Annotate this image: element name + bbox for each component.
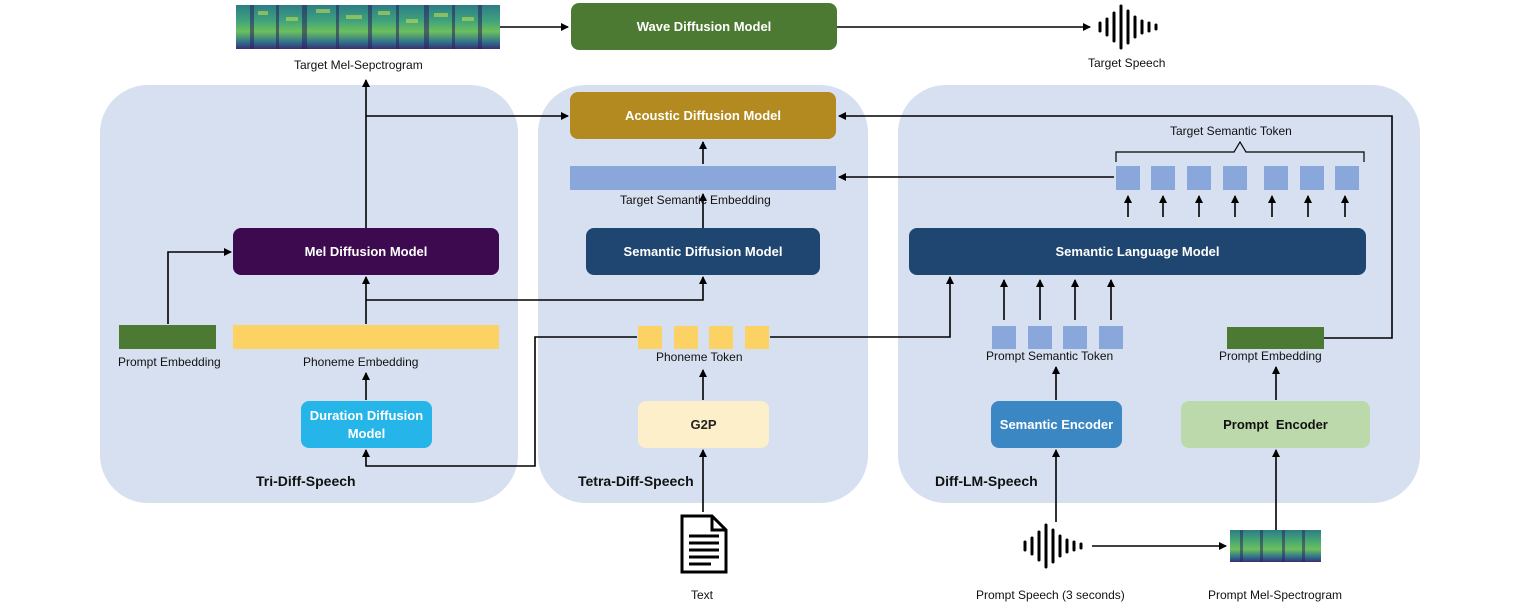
phoneme-embedding-bar [233,325,499,349]
prompt-semantic-token-label: Prompt Semantic Token [986,349,1114,363]
wave-diffusion-model: Wave Diffusion Model [571,3,837,50]
target-mel-spectrogram-label: Target Mel-Sepctrogram [294,58,423,72]
target-semantic-token [1223,166,1247,190]
target-semantic-token [1335,166,1359,190]
target-semantic-token [1116,166,1140,190]
diff-lm-speech-label: Diff-LM-Speech [935,473,1038,489]
phoneme-token [638,326,662,349]
phoneme-token [674,326,698,349]
phoneme-embedding-label: Phoneme Embedding [303,355,419,369]
text-label: Text [691,588,714,602]
phoneme-token-label: Phoneme Token [656,350,743,364]
prompt-semantic-token [1063,326,1087,349]
prompt-semantic-token [992,326,1016,349]
target-speech-label: Target Speech [1088,56,1166,70]
target-semantic-token-label: Target Semantic Token [1170,124,1292,138]
prompt-embedding-bar-right [1227,327,1324,349]
g2p-box: G2P [638,401,769,448]
semantic-language-model: Semantic Language Model [909,228,1366,275]
target-semantic-embedding-label: Target Semantic Embedding [620,193,771,207]
prompt-speech-label: Prompt Speech (3 seconds) [976,588,1125,602]
target-semantic-token [1151,166,1175,190]
phoneme-token [745,326,769,349]
duration-diffusion-model: Duration Diffusion Model [301,401,432,448]
target-mel-spectrogram-image [236,5,500,49]
document-icon [680,514,728,574]
prompt-mel-spectrogram-label: Prompt Mel-Spectrogram [1208,588,1343,602]
acoustic-diffusion-model: Acoustic Diffusion Model [570,92,836,139]
semantic-diffusion-model: Semantic Diffusion Model [586,228,820,275]
tri-diff-speech-label: Tri-Diff-Speech [256,473,356,489]
prompt-semantic-token [1099,326,1123,349]
prompt-embedding-bar-left [119,325,216,349]
target-semantic-token [1300,166,1324,190]
tetra-diff-speech-label: Tetra-Diff-Speech [578,473,694,489]
prompt-embedding-label-left: Prompt Embedding [118,355,221,369]
target-semantic-embedding-bar [570,166,836,190]
prompt-encoder: Prompt Encoder [1181,401,1370,448]
prompt-waveform-icon [1023,523,1083,569]
prompt-semantic-token [1028,326,1052,349]
prompt-mel-spectrogram-image [1230,530,1321,562]
target-semantic-token [1187,166,1211,190]
target-waveform-icon [1098,4,1158,50]
phoneme-token [709,326,733,349]
mel-diffusion-model: Mel Diffusion Model [233,228,499,275]
prompt-embedding-label-right: Prompt Embedding [1219,349,1322,363]
semantic-encoder: Semantic Encoder [991,401,1122,448]
target-semantic-token [1264,166,1288,190]
